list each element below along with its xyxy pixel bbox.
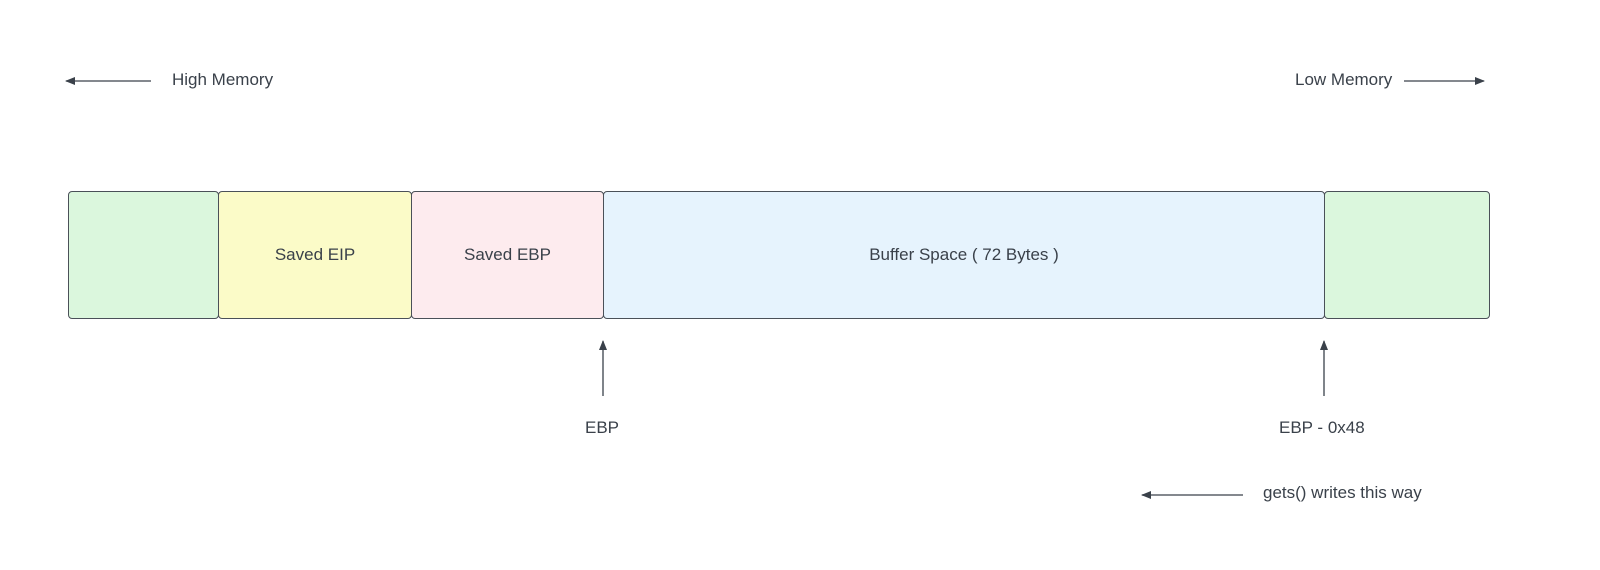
write-direction-label: gets() writes this way: [1263, 483, 1422, 502]
ebp-offset-pointer-label: EBP - 0x48: [1279, 418, 1365, 437]
segment-lower-stack: [1324, 191, 1490, 319]
low-memory-label: Low Memory: [1295, 70, 1393, 89]
segment-saved-ebp: Saved EBP: [411, 191, 604, 319]
segment-buffer-space: Buffer Space ( 72 Bytes ): [603, 191, 1325, 319]
ebp-pointer-label: EBP: [585, 418, 620, 437]
high-memory-label: High Memory: [172, 70, 274, 89]
segment-saved-eip-label: Saved EIP: [274, 245, 356, 264]
segment-upper-stack: [68, 191, 219, 319]
segment-saved-eip: Saved EIP: [218, 191, 412, 319]
segment-buffer-space-label: Buffer Space ( 72 Bytes ): [869, 245, 1059, 264]
segment-saved-ebp-label: Saved EBP: [464, 245, 551, 264]
